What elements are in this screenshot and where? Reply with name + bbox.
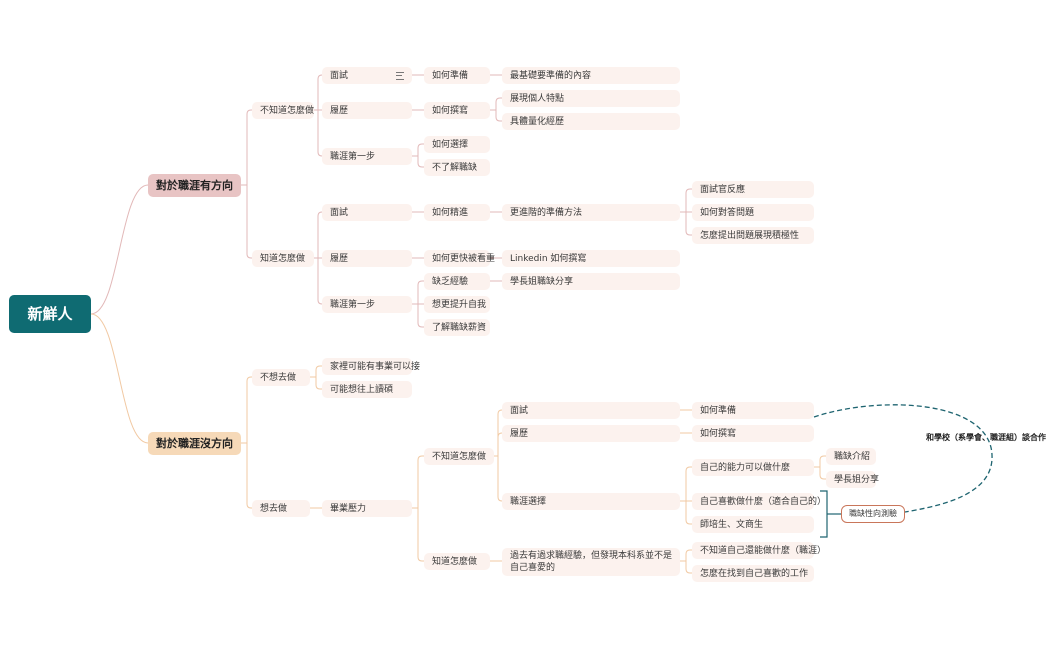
node-ability[interactable]: 自己的能力可以做什麼: [692, 459, 814, 476]
node-resume[interactable]: 履歷: [322, 102, 412, 119]
link-branch: [417, 508, 424, 562]
node-family-business[interactable]: 家裡可能有事業可以接: [322, 358, 420, 375]
node-improve-self[interactable]: 想更提升自我: [424, 296, 490, 313]
node-job-intro[interactable]: 職缺介紹: [826, 448, 876, 465]
link-branch: [317, 211, 323, 258]
node-how-choose[interactable]: 如何選擇: [424, 136, 490, 153]
node-quantify[interactable]: 具體量化經歷: [502, 113, 680, 130]
node-new-grad-types[interactable]: 師培生、文商生: [692, 516, 814, 533]
root-node[interactable]: 新鮮人: [9, 295, 91, 333]
node-proactive[interactable]: 怎麼提出問題展現積極性: [692, 227, 814, 244]
link-branch: [417, 455, 424, 508]
node-show-traits[interactable]: 展現個人特點: [502, 90, 680, 107]
node-mismatch[interactable]: 過去有過求職經驗，但發現本科系並不是自己喜愛的: [502, 548, 680, 576]
node-know-how-2[interactable]: 知道怎麼做: [424, 553, 490, 570]
node-interviewer-feedback[interactable]: 面試官反應: [692, 181, 814, 198]
link-branch: [246, 185, 252, 259]
node-senior-share[interactable]: 學長姐職缺分享: [502, 273, 680, 290]
node-what-i-like[interactable]: 自己喜歡做什麼（適合自己的）: [692, 493, 826, 510]
link-branch: [317, 110, 323, 157]
node-advanced-methods[interactable]: 更進階的準備方法: [502, 204, 680, 221]
link-branch: [246, 376, 252, 443]
node-how-write[interactable]: 如何撰寫: [424, 102, 490, 119]
node-interview-3[interactable]: 面試: [502, 402, 680, 419]
link-branch: [246, 109, 252, 185]
link-branch: [685, 466, 692, 501]
node-resume-2[interactable]: 履歷: [322, 250, 412, 267]
node-how-improve[interactable]: 如何精進: [424, 204, 490, 221]
node-salary[interactable]: 了解職缺薪資: [424, 319, 490, 336]
note-icon[interactable]: [396, 71, 404, 80]
node-career-choice[interactable]: 職涯選擇: [502, 493, 680, 510]
node-want-to[interactable]: 想去做: [252, 500, 310, 517]
node-how-prepare[interactable]: 如何準備: [424, 67, 490, 84]
link-root-bottom: [90, 313, 149, 444]
node-find-job[interactable]: 怎麼在找到自己喜歡的工作: [692, 565, 814, 582]
free-topic-school-collab[interactable]: 和學校（系學會、職涯組）談合作: [926, 433, 1046, 442]
node-not-understand[interactable]: 不了解職缺: [424, 159, 490, 176]
node-know-how[interactable]: 知道怎麼做: [252, 250, 314, 267]
node-first-step[interactable]: 職涯第一步: [322, 148, 412, 165]
node-first-step-2[interactable]: 職涯第一步: [322, 296, 412, 313]
node-senior-share-2[interactable]: 學長姐分享: [826, 471, 879, 488]
node-dont-know-how-2[interactable]: 不知道怎麼做: [424, 448, 494, 465]
link-root-top: [90, 184, 149, 315]
node-faster[interactable]: 如何更快被看重: [424, 250, 495, 267]
link-branch: [317, 258, 323, 305]
branch-has-direction[interactable]: 對於職涯有方向: [148, 174, 241, 197]
node-basic-content[interactable]: 最基礎要準備的內容: [502, 67, 680, 84]
node-unknown-ability[interactable]: 不知道自己還能做什麼（職涯）: [692, 542, 826, 559]
node-interview[interactable]: 面試: [322, 67, 412, 84]
node-dont-want[interactable]: 不想去做: [252, 369, 310, 386]
node-interview-label: 面試: [330, 70, 349, 81]
callout-aptitude-test[interactable]: 職缺性向測驗: [841, 505, 905, 523]
node-graduation-pressure[interactable]: 畢業壓力: [322, 500, 412, 517]
node-how-prepare-2[interactable]: 如何準備: [692, 402, 814, 419]
node-lack-experience[interactable]: 缺乏經驗: [424, 273, 490, 290]
node-how-answer[interactable]: 如何對答問題: [692, 204, 814, 221]
link-branch: [246, 443, 252, 509]
node-resume-3[interactable]: 履歷: [502, 425, 680, 442]
node-dont-know-how[interactable]: 不知道怎麼做: [252, 102, 314, 119]
node-interview-2[interactable]: 面試: [322, 204, 412, 221]
branch-no-direction[interactable]: 對於職涯沒方向: [148, 432, 241, 455]
link-branch: [497, 456, 503, 502]
node-how-write-2[interactable]: 如何撰寫: [692, 425, 814, 442]
node-linkedin[interactable]: Linkedin 如何撰寫: [502, 250, 680, 267]
node-grad-school[interactable]: 可能想往上讀碩: [322, 381, 412, 398]
